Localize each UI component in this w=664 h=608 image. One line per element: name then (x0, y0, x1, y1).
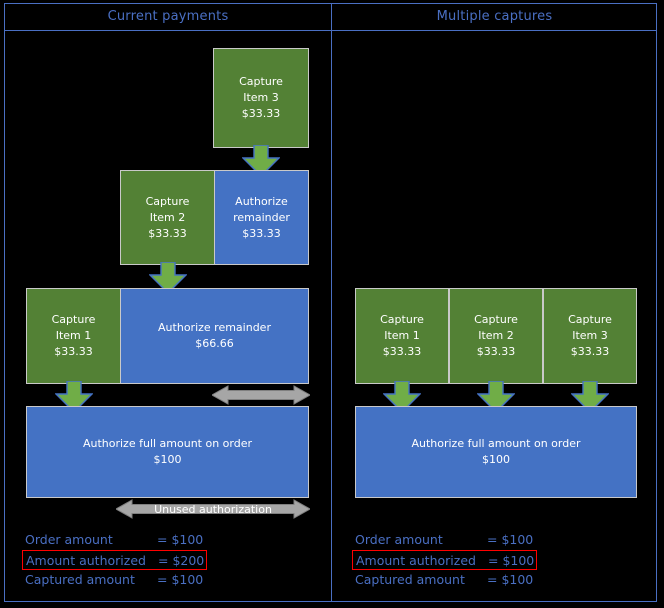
left-capture-item-1-amount: $33.33 (54, 345, 93, 358)
right-legend-label-captured-amount: Captured amount (355, 572, 465, 587)
right-authorize-full-amount-label: Authorize full amount on order (411, 437, 581, 450)
right-capture-item-1-amount: $33.33 (382, 345, 422, 358)
panel-title-multiple-captures: Multiple captures (436, 9, 553, 24)
right-legend-label-amount-authorized: Amount authorized (356, 553, 476, 568)
right-capture-item-3-line1: Capture (568, 313, 612, 326)
right-capture-item-2-amount: $33.33 (476, 345, 516, 358)
left-authorize-remainder-3333-line1: Authorize (235, 194, 288, 208)
left-authorize-remainder-3333-amount: $33.33 (242, 226, 281, 240)
right-capture-item-1-line2: Item 1 (384, 329, 420, 342)
right-arrow-down-item2 (477, 381, 515, 413)
right-legend-value-amount-authorized: = $100 (488, 553, 535, 568)
right-authorize-full-amount-box: Authorize full amount on order $100 (355, 406, 637, 498)
header-divider (4, 30, 657, 31)
left-legend-label-order-amount: Order amount (25, 532, 113, 547)
right-capture-item-3-amount: $33.33 (570, 345, 610, 358)
left-authorize-remainder-3333-box: Authorize remainder $33.33 (214, 170, 309, 265)
left-legend-row-captured-amount: Captured amount = $100 (22, 570, 302, 590)
panel-title-current-payments: Current payments (107, 9, 229, 24)
left-arrow-down-item3 (242, 145, 280, 177)
left-authorize-remainder-3333-line2: remainder (233, 210, 290, 224)
left-remainder-span-arrow (212, 384, 310, 406)
right-capture-item-3-box: Capture Item 3 $33.33 (543, 288, 637, 384)
right-capture-item-1-line1: Capture (380, 313, 424, 326)
diagram-frame (4, 3, 657, 602)
left-legend-value-order-amount: = $100 (157, 532, 204, 547)
left-authorize-remainder-6666-amount: $66.66 (195, 337, 234, 350)
left-authorize-full-amount-amount: $100 (153, 453, 182, 466)
right-capture-item-2-box: Capture Item 2 $33.33 (449, 288, 543, 384)
left-capture-item-3-line1: Capture (239, 75, 283, 88)
left-capture-item-3-amount: $33.33 (241, 107, 281, 120)
left-legend-label-captured-amount: Captured amount (25, 572, 135, 587)
right-legend-row-amount-authorized: Amount authorized = $100 (352, 550, 537, 570)
left-capture-item-1-line2: Item 1 (55, 329, 92, 342)
left-authorize-full-amount-box: Authorize full amount on order $100 (26, 406, 309, 498)
right-arrow-down-item1 (383, 381, 421, 413)
left-authorize-remainder-6666-box: Authorize remainder $66.66 (120, 288, 309, 384)
left-capture-item-3-box: Capture Item 3 $33.33 (213, 48, 309, 148)
left-legend: Order amount = $100 Amount authorized = $2… (22, 530, 302, 590)
right-arrow-down-item3 (571, 381, 609, 413)
left-legend-value-amount-authorized: = $200 (158, 553, 205, 568)
left-unused-authorization-arrow: Unused authorization (116, 498, 310, 520)
left-legend-value-captured-amount: = $100 (157, 572, 204, 587)
left-arrow-down-item2 (149, 262, 187, 294)
right-capture-item-2-line2: Item 2 (478, 329, 514, 342)
left-arrow-down-item1 (55, 381, 93, 413)
right-legend-row-order-amount: Order amount = $100 (352, 530, 632, 550)
right-legend: Order amount = $100 Amount authorized = $1… (352, 530, 632, 590)
left-capture-item-3-line2: Item 3 (243, 91, 279, 104)
right-authorize-full-amount-amount: $100 (482, 453, 510, 466)
right-legend-label-order-amount: Order amount (355, 532, 443, 547)
left-capture-item-2-line1: Capture (145, 194, 190, 208)
left-authorize-remainder-6666-label: Authorize remainder (158, 321, 271, 334)
panel-divider (331, 3, 332, 602)
left-legend-row-amount-authorized: Amount authorized = $200 (22, 550, 207, 570)
left-capture-item-2-line2: Item 2 (149, 210, 186, 224)
right-legend-value-captured-amount: = $100 (487, 572, 534, 587)
left-capture-item-1-box: Capture Item 1 $33.33 (26, 288, 121, 384)
left-capture-item-2-box: Capture Item 2 $33.33 (120, 170, 215, 265)
right-capture-item-3-line2: Item 3 (572, 329, 608, 342)
left-capture-item-2-amount: $33.33 (148, 226, 187, 240)
right-legend-row-captured-amount: Captured amount = $100 (352, 570, 632, 590)
left-legend-label-amount-authorized: Amount authorized (26, 553, 146, 568)
right-capture-item-2-line1: Capture (474, 313, 518, 326)
right-capture-item-1-box: Capture Item 1 $33.33 (355, 288, 449, 384)
left-legend-row-order-amount: Order amount = $100 (22, 530, 302, 550)
left-authorize-full-amount-label: Authorize full amount on order (82, 437, 253, 450)
left-capture-item-1-line1: Capture (51, 313, 96, 326)
right-legend-value-order-amount: = $100 (487, 532, 534, 547)
